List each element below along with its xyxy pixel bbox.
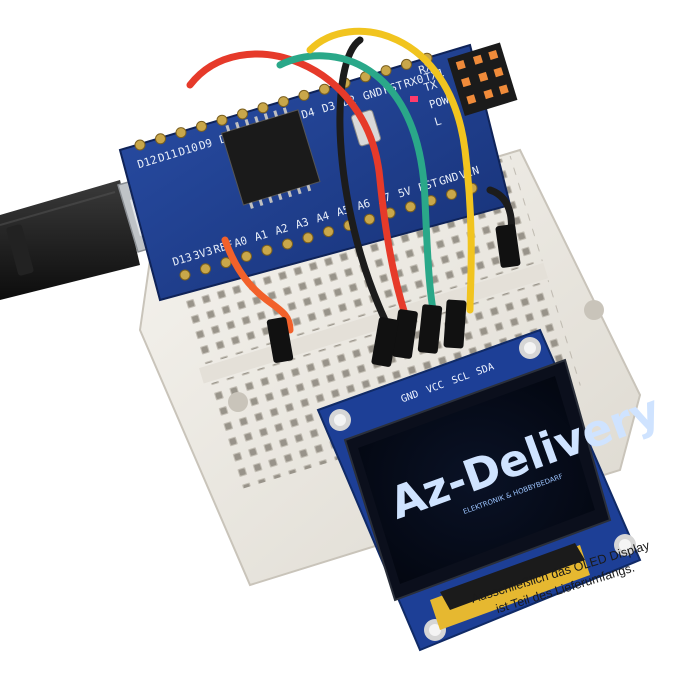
bottom-pin-pad	[179, 269, 191, 281]
top-pin-pad	[380, 65, 392, 77]
bottom-pin-pad	[323, 226, 334, 238]
top-pin-pad	[278, 96, 289, 108]
top-pin-pad	[134, 139, 146, 151]
top-pin-pad	[401, 58, 412, 70]
bottom-pin-label: GND	[437, 170, 460, 188]
top-pin-label: D3	[320, 99, 336, 115]
bottom-pin-pad	[302, 232, 314, 244]
led-label-tx: TX	[422, 78, 439, 94]
led-label-l: L	[433, 114, 443, 128]
bottom-pin-label: A4	[314, 209, 331, 225]
bottom-pin-label: A2	[273, 221, 289, 237]
bottom-pin-pad	[261, 244, 273, 256]
bottom-pin-label: A3	[294, 215, 310, 231]
bottom-pin-label: A1	[253, 228, 269, 244]
top-pin-label: D11	[156, 147, 179, 165]
top-pin-pad	[298, 89, 310, 101]
top-pin-label: D9	[197, 136, 213, 152]
top-pin-label: RX0	[402, 72, 425, 90]
top-pin-pad	[257, 102, 269, 114]
top-pin-label: D12	[136, 153, 159, 171]
wire-yellow	[306, 27, 475, 314]
bottom-pin-pad	[241, 250, 252, 262]
bottom-pin-label: A6	[355, 197, 371, 213]
top-pin-pad	[196, 120, 207, 132]
top-pin-pad	[155, 133, 166, 145]
wire-black-top	[336, 36, 389, 324]
top-pin-pad	[237, 108, 248, 120]
wire-green	[276, 52, 440, 329]
bottom-pin-label: 5V	[396, 184, 413, 200]
icsp-header	[447, 42, 518, 116]
power-led	[410, 96, 418, 102]
bottom-pin-label: A0	[232, 234, 248, 250]
bottom-pin-label: 3V3	[191, 244, 214, 262]
bottom-pin-pad	[364, 213, 375, 225]
bottom-pin-pad	[282, 238, 293, 250]
top-pin-label: GND	[361, 85, 384, 103]
atmega-chip	[220, 107, 321, 209]
oled-module: GND VCC SCL SDA Az-Delivery ELEKTRONIK &…	[316, 328, 667, 652]
bottom-pin-label: D13	[171, 250, 194, 268]
bottom-pin-pad	[446, 188, 457, 200]
wire-red	[186, 50, 414, 334]
top-pin-pad	[175, 127, 187, 139]
top-pin-pad	[319, 83, 330, 95]
top-pin-label: D4	[300, 105, 317, 121]
top-pin-label: D10	[177, 141, 200, 159]
bottom-pin-pad	[405, 201, 416, 213]
jumper-wires	[186, 27, 521, 367]
wire-orange	[221, 236, 294, 334]
led-labels: RX TX POW L	[417, 61, 451, 129]
led-label-pow: POW	[428, 93, 451, 111]
top-pin-pad	[216, 114, 228, 126]
bottom-pin-pad	[200, 263, 211, 275]
